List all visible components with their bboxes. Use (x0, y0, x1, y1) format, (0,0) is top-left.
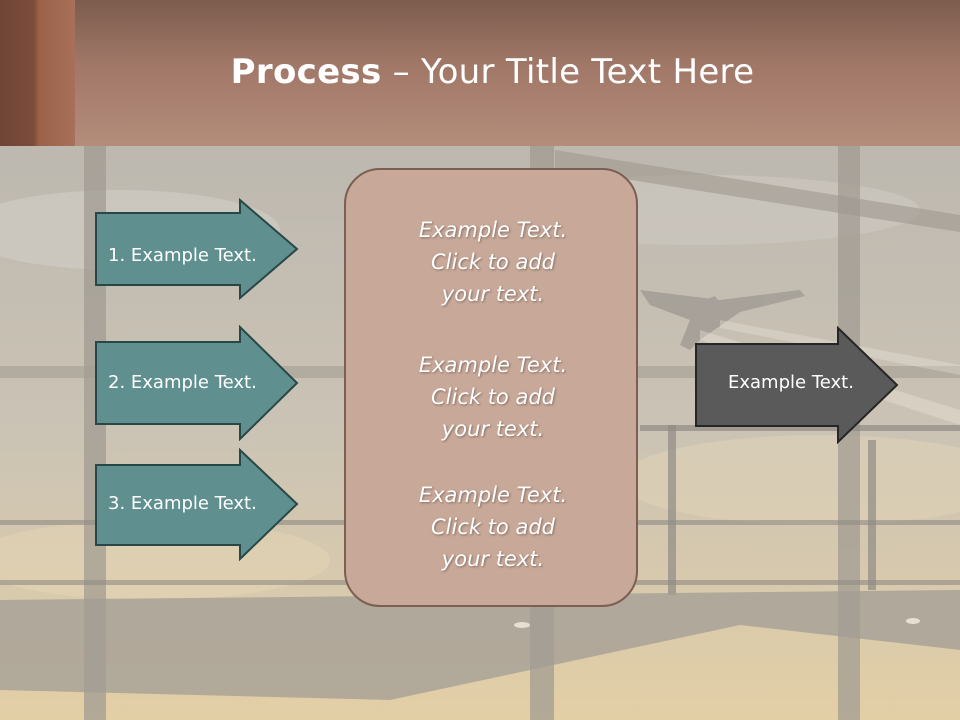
center-block-2-line2: Click to add (430, 385, 555, 409)
center-block-2: Example Text. Click to add your text. (346, 349, 640, 445)
title-dash: – (381, 52, 422, 92)
step-arrow-3[interactable] (94, 448, 300, 562)
center-block-1-line1: Example Text. (418, 218, 568, 242)
title-rest: Your Title Text Here (421, 52, 755, 92)
center-block-3-line2: Click to add (430, 515, 555, 539)
center-block-1: Example Text. Click to add your text. (346, 214, 640, 310)
slide-title: Process – Your Title Text Here (0, 52, 960, 92)
center-block-2-line1: Example Text. (418, 353, 568, 377)
step-arrow-2[interactable] (94, 325, 300, 441)
step-label-1: 1. Example Text. (108, 245, 257, 266)
center-block-1-line2: Click to add (430, 250, 555, 274)
center-block-2-line3: your text. (441, 417, 545, 441)
output-label: Example Text. (728, 372, 854, 393)
header-accent (0, 0, 75, 146)
title-bold: Process (230, 52, 382, 92)
output-arrow[interactable] (694, 326, 900, 444)
center-content-box[interactable]: Example Text. Click to add your text. Ex… (344, 168, 638, 607)
step-label-2: 2. Example Text. (108, 372, 257, 393)
header-band (0, 0, 960, 146)
center-block-3-line3: your text. (441, 547, 545, 571)
center-block-3-line1: Example Text. (418, 483, 568, 507)
step-arrow-1[interactable] (94, 198, 300, 300)
step-label-3: 3. Example Text. (108, 493, 257, 514)
center-block-1-line3: your text. (441, 282, 545, 306)
center-block-3: Example Text. Click to add your text. (346, 479, 640, 575)
